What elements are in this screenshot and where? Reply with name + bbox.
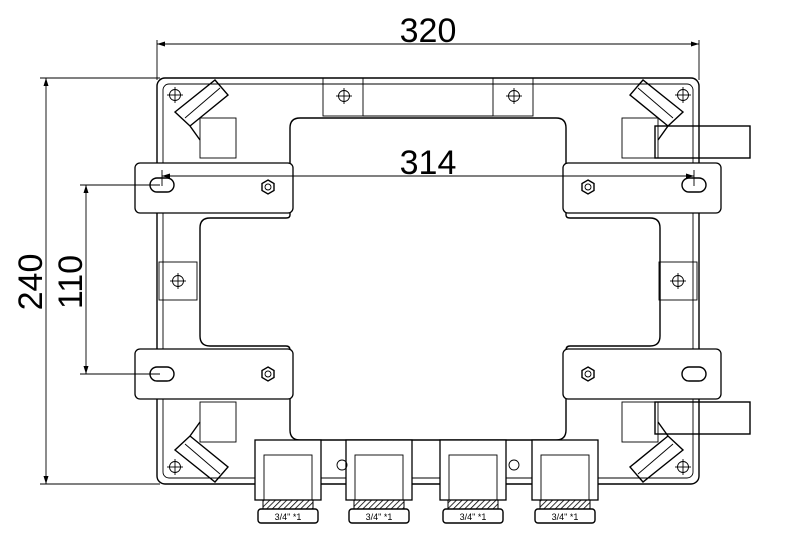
dimension-bracket-spacing-label: 110 bbox=[52, 255, 90, 309]
dimension-slot-spacing: 314 bbox=[161, 144, 695, 186]
cable-gland-3: 3/4" *1 bbox=[439, 439, 507, 524]
cable-gland-4: 3/4" *1 bbox=[531, 439, 599, 524]
dimension-slot-spacing-label: 314 bbox=[400, 144, 457, 182]
enclosure-body bbox=[156, 77, 751, 485]
mounting-bracket-top-right bbox=[562, 162, 722, 214]
mounting-bracket-bottom-right bbox=[562, 348, 722, 400]
cable-gland-2-label: 3/4" *1 bbox=[366, 512, 393, 522]
cable-gland-4-label: 3/4" *1 bbox=[552, 512, 579, 522]
dimension-bracket-spacing: 110 bbox=[52, 184, 160, 375]
mounting-bracket-top-left bbox=[134, 162, 294, 214]
dimension-width-label: 320 bbox=[400, 12, 457, 50]
dimension-width: 320 bbox=[156, 12, 700, 80]
bolt-icon bbox=[508, 459, 520, 471]
cable-gland-1-label: 3/4" *1 bbox=[275, 512, 302, 522]
dimension-height-label: 240 bbox=[12, 254, 50, 311]
cable-gland-1: 3/4" *1 bbox=[254, 439, 322, 524]
bolt-icon bbox=[336, 459, 348, 471]
cable-gland-2: 3/4" *1 bbox=[345, 439, 413, 524]
cable-gland-3-label: 3/4" *1 bbox=[460, 512, 487, 522]
dimension-height: 240 bbox=[12, 77, 160, 485]
